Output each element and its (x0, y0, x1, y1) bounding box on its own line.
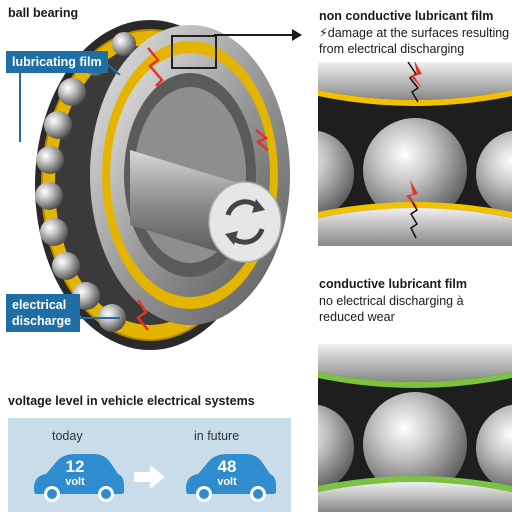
electrical-discharge-label: electrical discharge (6, 294, 80, 332)
future-unit: volt (217, 476, 237, 488)
future-label: in future (194, 429, 240, 443)
voltage-title: voltage level in vehicle electrical syst… (8, 394, 255, 408)
non-conductive-desc: ⚡damage at the surfaces resulting from e… (319, 25, 509, 57)
diagram-title: ball bearing (8, 6, 79, 20)
arrow-right-icon (134, 465, 165, 489)
lightning-icon: ⚡ (319, 26, 328, 40)
electrical-discharge-line1: electrical (12, 298, 67, 312)
future-voltage: 48 volt (207, 457, 247, 489)
future-value: 48 (217, 457, 237, 476)
discharge-sparks (136, 47, 269, 331)
today-label: today (52, 429, 83, 443)
conductive-line2: reduced wear (319, 310, 395, 324)
non-conductive-detail (318, 62, 512, 246)
conductive-title: conductive lubricant film (319, 277, 467, 291)
non-conductive-line2: from electrical discharging (319, 42, 465, 56)
electrical-discharge-line2: discharge (12, 314, 72, 328)
lubricating-film-label: lubricating film (6, 51, 108, 73)
non-conductive-line1: damage at the surfaces resulting (327, 26, 510, 40)
today-voltage: 12 volt (55, 457, 95, 489)
voltage-panel: today in future 12 volt 48 volt (8, 418, 291, 512)
conductive-detail (318, 344, 512, 512)
car-icon-future (186, 454, 276, 502)
non-conductive-title: non conductive lubricant film (319, 9, 494, 23)
detail-highlight-box (171, 35, 217, 69)
conductive-desc: no electrical discharging à reduced wear (319, 293, 464, 325)
today-unit: volt (65, 476, 85, 488)
callout-arrow (214, 29, 302, 41)
car-icon-today (34, 454, 124, 502)
conductive-line1: no electrical discharging à (319, 294, 464, 308)
today-value: 12 (65, 457, 85, 476)
